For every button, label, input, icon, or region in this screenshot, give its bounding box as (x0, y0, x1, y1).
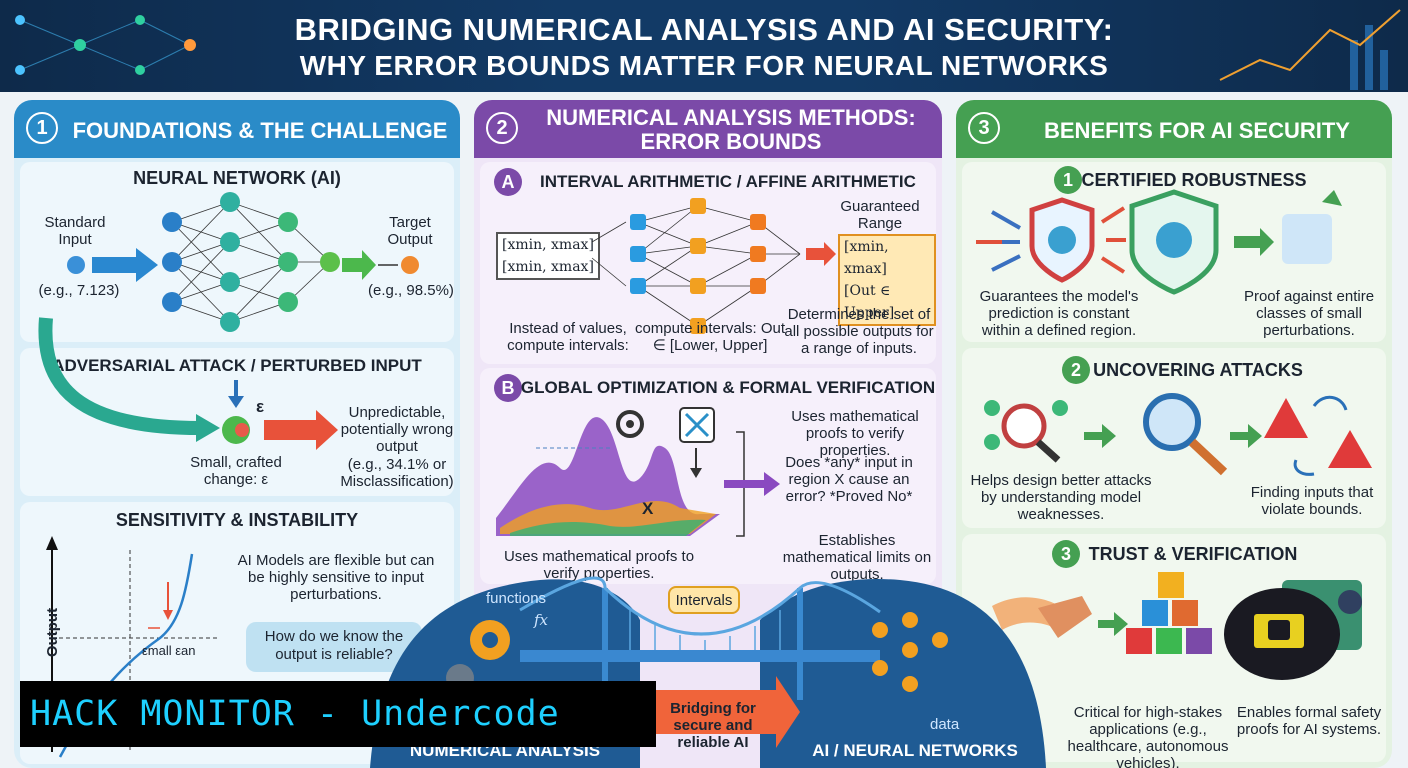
benefit-2-number: 2 (1062, 356, 1090, 384)
benefit-1-title: CERTIFIED ROBUSTNESS (1081, 170, 1307, 190)
benefit-1-caption-2: Proof against entire classes of small pe… (1243, 288, 1375, 339)
interval-network-diagram (591, 198, 836, 334)
benefit-2-caption-1: Helps design better attacks by understan… (970, 472, 1152, 523)
benefit-2-title: UNCOVERING ATTACKS (1093, 360, 1303, 380)
attack-discovery-icons (984, 393, 1372, 476)
epsilon-symbol: ε (256, 397, 265, 416)
title-line-2: WHY ERROR BOUNDS MATTER FOR NEURAL NETWO… (299, 50, 1109, 81)
interval-input-box: [xmin, xmax] [xmin, xmax] (496, 232, 600, 280)
interval-input-1: [xmin, xmax] (502, 237, 594, 253)
benefit-2-caption-2: Finding inputs that violate bounds. (1250, 484, 1374, 518)
interval-caption-2: compute intervals: Out ∈ [Lower, Upper] (634, 320, 786, 354)
reliability-question: How do we know the output is reliable? (246, 622, 422, 672)
unpredictable-output: Unpredictable, potentially wrong output (340, 404, 454, 455)
unpredictable-example: (e.g., 34.1% or Misclassification) (340, 456, 454, 490)
panel-1-title: FOUNDATIONS & THE CHALLENGE (72, 118, 448, 143)
panel-2-title-line-1: NUMERICAL ANALYSIS METHODS: (546, 105, 916, 130)
panel-2-number: 2 (486, 112, 518, 144)
panel-1-number: 1 (26, 112, 58, 144)
optimization-landscape (496, 407, 780, 537)
robustness-shields (976, 189, 1342, 295)
sensitivity-description: AI Models are flexible but can be highly… (237, 552, 435, 603)
section-formal-verification: B GLOBAL OPTIMIZATION & FORMAL VERIFICAT… (480, 368, 936, 584)
functions-label: functions (486, 590, 547, 607)
chart-decoration-right (1219, 9, 1401, 90)
std-input-example: (e.g., 7.123) (38, 282, 120, 299)
section-uncovering-attacks: 2 UNCOVERING ATTACKS Helps design better… (962, 348, 1386, 528)
guaranteed-range-2: [Out ∈ Upper] (844, 283, 895, 321)
panel-2-header: 2 NUMERICAL ANALYSIS METHODS: ERROR BOUN… (474, 100, 942, 158)
interval-caption-1: Instead of values, compute intervals: (507, 320, 629, 354)
section-certified-robustness: 1 CERTIFIED ROBUSTNESS Guarantees the mo… (962, 162, 1386, 342)
small-change-caption: Small, crafted change: ε (190, 454, 282, 488)
panel-3-title: BENEFITS FOR AI SECURITY (1044, 118, 1350, 143)
attack-diagram (38, 317, 338, 450)
hack-monitor-banner: HACK MONITOR - Undercode (20, 681, 656, 747)
ai-networks-label: AI / NEURAL NETWORKS (812, 741, 1018, 760)
panel-3-number: 3 (968, 112, 1000, 144)
interval-input-2: [xmin, xmax] (502, 259, 594, 275)
panel-benefits: 3 BENEFITS FOR AI SECURITY 1 CERTIFIED R… (956, 100, 1392, 768)
verification-title: GLOBAL OPTIMIZATION & FORMAL VERIFICATIO… (520, 378, 936, 397)
benefit-3-caption-2: Enables formal safety proofs for AI syst… (1236, 704, 1382, 738)
std-input-label: Standard Input (44, 214, 106, 248)
epsilon-graph-label: εmall εan (142, 643, 196, 658)
benefit-1-caption-1: Guarantees the model's prediction is con… (979, 288, 1139, 339)
panel-numerical-methods: 2 NUMERICAL ANALYSIS METHODS: ERROR BOUN… (474, 100, 942, 768)
section-neural-network: NEURAL NETWORK (AI) Standard Input (e.g.… (20, 162, 454, 342)
guaranteed-range-box: [xmin, xmax] [Out ∈ Upper] (838, 234, 936, 326)
section-interval-arithmetic: A INTERVAL ARITHMETIC / AFFINE ARITHMETI… (480, 162, 936, 364)
interval-caption-3: Determines the set of all possible outpu… (784, 306, 934, 357)
verification-caption: Uses mathematical proofs to verify prope… (503, 548, 695, 582)
attack-title: ADVERSARIAL ATTACK / PERTURBED INPUT (52, 356, 422, 375)
benefit-3-caption-1: Critical for high-stakes applications (e… (1067, 704, 1229, 768)
benefit-3-title: TRUST & VERIFICATION (1088, 544, 1298, 564)
verification-right-2: Does *any* input in region X cause an er… (785, 454, 913, 505)
neural-network-diagram (67, 192, 419, 332)
fx-label: fx (534, 611, 549, 629)
verification-right-3: Establishes mathematical limits on outpu… (782, 532, 932, 583)
panel-1-header: 1 FOUNDATIONS & THE CHALLENGE (14, 100, 460, 158)
panel-2-title-line-2: ERROR BOUNDS (640, 129, 822, 154)
benefit-1-number: 1 (1054, 166, 1082, 194)
panel-3-header: 3 BENEFITS FOR AI SECURITY (956, 100, 1392, 158)
header-banner: BRIDGING NUMERICAL ANALYSIS AND AI SECUR… (0, 0, 1408, 92)
intervals-pill: Intervals (668, 586, 740, 614)
region-x-label: X (642, 499, 654, 518)
trust-icons (992, 572, 1362, 680)
verification-right-1: Uses mathematical proofs to verify prope… (791, 408, 919, 459)
sensitivity-title: SENSITIVITY & INSTABILITY (115, 510, 359, 530)
target-output-example: (e.g., 98.5%) (368, 282, 454, 299)
nn-title: NEURAL NETWORK (AI) (133, 168, 341, 188)
section-a-letter: A (494, 168, 522, 196)
guaranteed-range-1: [xmin, xmax] (844, 239, 889, 277)
panel-2-title: NUMERICAL ANALYSIS METHODS: ERROR BOUNDS (530, 106, 932, 154)
target-output-label: Target Output (387, 214, 433, 248)
panel-foundations: 1 FOUNDATIONS & THE CHALLENGE NEURAL NET… (14, 100, 460, 768)
data-label: data (930, 716, 960, 733)
bridge-arrow-text: Bridging for secure and reliable AI (670, 700, 756, 751)
section-b-letter: B (494, 374, 522, 402)
benefit-3-number: 3 (1052, 540, 1080, 568)
interval-title: INTERVAL ARITHMETIC / AFFINE ARITHMETIC (540, 172, 916, 191)
section-adversarial-attack: ADVERSARIAL ATTACK / PERTURBED INPUT ε S… (20, 317, 454, 496)
guaranteed-range-label: Guaranteed Range (840, 198, 920, 232)
network-decoration-left (15, 15, 196, 75)
title-line-1: BRIDGING NUMERICAL ANALYSIS AND AI SECUR… (294, 12, 1114, 47)
